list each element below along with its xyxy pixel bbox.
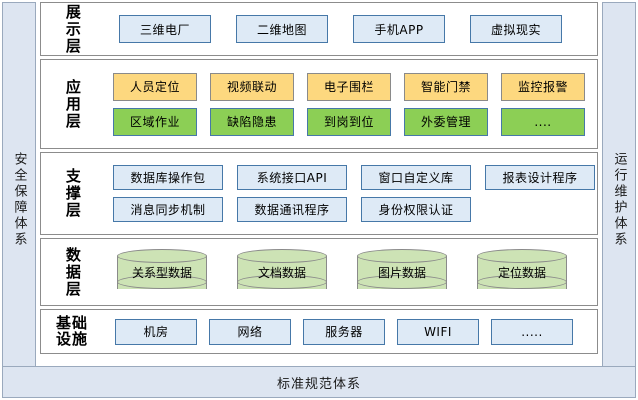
layer-data-row: 关系型数据 文档数据 图片数据 [103, 248, 593, 296]
cylinder-label: 图片数据 [377, 265, 426, 280]
node-display-0[interactable]: 三维电厂 [119, 15, 211, 43]
node-support-0[interactable]: 数据库操作包 [113, 165, 223, 190]
cylinder-relational-data[interactable]: 关系型数据 [117, 248, 207, 296]
cylinder-location-data[interactable]: 定位数据 [477, 248, 567, 296]
node-app-g2[interactable]: 到岗到位 [307, 107, 391, 136]
node-support-3[interactable]: 报表设计程序 [485, 165, 595, 190]
layer-data: 数据层 关系型数据 文档数据 [40, 238, 598, 306]
layer-stack: 展示层 三维电厂 二维地图 手机APP 虚拟现实 应用层 人员定位 视频联动 [40, 2, 598, 357]
node-infra-4-more[interactable]: ..... [491, 318, 573, 345]
right-rail-operations-system: 运行维护体系 [602, 2, 636, 398]
layer-support-label: 支撑层 [63, 168, 82, 219]
cylinder-bottom-ellipse [477, 274, 567, 289]
cylinder-label: 定位数据 [497, 265, 546, 280]
layer-infrastructure-body: 机房 网络 服务器 WIFI ..... [103, 318, 597, 345]
node-app-g3[interactable]: 外委管理 [404, 107, 488, 136]
node-display-2[interactable]: 手机APP [353, 15, 445, 43]
layer-application-body: 人员定位 视频联动 电子围栏 智能门禁 监控报警 区域作业 缺陷隐患 到岗到位 … [103, 72, 597, 136]
layer-application-label: 应用层 [63, 78, 82, 130]
layer-display-row: 三维电厂 二维地图 手机APP 虚拟现实 [103, 15, 593, 43]
layer-data-label: 数据层 [63, 246, 82, 298]
cylinder-top-ellipse [237, 248, 327, 263]
node-display-3[interactable]: 虚拟现实 [470, 15, 562, 43]
layer-support-row-1: 数据库操作包 系统接口API 窗口自定义库 报表设计程序 [103, 165, 595, 190]
right-rail-label: 运行维护体系 [611, 152, 627, 248]
left-rail-security-system: 安全保障体系 [2, 2, 36, 398]
left-rail-label: 安全保障体系 [11, 152, 27, 248]
node-app-y4[interactable]: 监控报警 [501, 72, 585, 101]
node-support-2[interactable]: 窗口自定义库 [361, 165, 471, 190]
layer-data-body: 关系型数据 文档数据 图片数据 [103, 248, 597, 296]
layer-infrastructure-label: 基础设施 [55, 314, 88, 348]
layer-infrastructure: 基础设施 机房 网络 服务器 WIFI ..... [40, 309, 598, 354]
footer-label: 标准规范体系 [276, 376, 361, 392]
node-app-g1[interactable]: 缺陷隐患 [210, 107, 294, 136]
node-app-y1[interactable]: 视频联动 [210, 72, 294, 101]
node-support-4[interactable]: 消息同步机制 [113, 197, 223, 222]
layer-support: 支撑层 数据库操作包 系统接口API 窗口自定义库 报表设计程序 消息同步机制 … [40, 152, 598, 235]
node-infra-1[interactable]: 网络 [209, 318, 291, 345]
layer-application-row-2: 区域作业 缺陷隐患 到岗到位 外委管理 .... [103, 107, 593, 136]
node-support-1[interactable]: 系统接口API [237, 165, 347, 190]
cylinder-top-ellipse [357, 248, 447, 263]
layer-display-body: 三维电厂 二维地图 手机APP 虚拟现实 [103, 15, 597, 43]
node-app-y2[interactable]: 电子围栏 [307, 72, 391, 101]
footer-standards-system: 标准规范体系 [2, 366, 636, 398]
cylinder-bottom-ellipse [357, 274, 447, 289]
cylinder-top-ellipse [477, 248, 567, 263]
cylinder-image-data[interactable]: 图片数据 [357, 248, 447, 296]
layer-infrastructure-row: 机房 网络 服务器 WIFI ..... [103, 318, 593, 345]
cylinder-label: 文档数据 [257, 265, 306, 280]
node-infra-3[interactable]: WIFI [397, 318, 479, 345]
node-display-1[interactable]: 二维地图 [236, 15, 328, 43]
layer-application-row-1: 人员定位 视频联动 电子围栏 智能门禁 监控报警 [103, 72, 593, 101]
node-app-g4-more[interactable]: .... [501, 107, 585, 136]
cylinder-bottom-ellipse [237, 274, 327, 289]
cylinder-bottom-ellipse [117, 274, 207, 289]
node-infra-0[interactable]: 机房 [115, 318, 197, 345]
layer-support-body: 数据库操作包 系统接口API 窗口自定义库 报表设计程序 消息同步机制 数据通讯… [103, 165, 599, 222]
cylinder-label: 关系型数据 [131, 265, 192, 280]
node-support-5[interactable]: 数据通讯程序 [237, 197, 347, 222]
cylinder-document-data[interactable]: 文档数据 [237, 248, 327, 296]
node-support-6[interactable]: 身份权限认证 [361, 197, 471, 222]
node-app-y0[interactable]: 人员定位 [113, 72, 197, 101]
layer-display: 展示层 三维电厂 二维地图 手机APP 虚拟现实 [40, 2, 598, 56]
node-app-g0[interactable]: 区域作业 [113, 107, 197, 136]
node-app-y3[interactable]: 智能门禁 [404, 72, 488, 101]
layer-display-label: 展示层 [63, 3, 82, 55]
layer-application: 应用层 人员定位 视频联动 电子围栏 智能门禁 监控报警 区域作业 缺陷隐患 到… [40, 59, 598, 149]
node-infra-2[interactable]: 服务器 [303, 318, 385, 345]
cylinder-top-ellipse [117, 248, 207, 263]
layer-support-row-2: 消息同步机制 数据通讯程序 身份权限认证 [103, 197, 595, 222]
